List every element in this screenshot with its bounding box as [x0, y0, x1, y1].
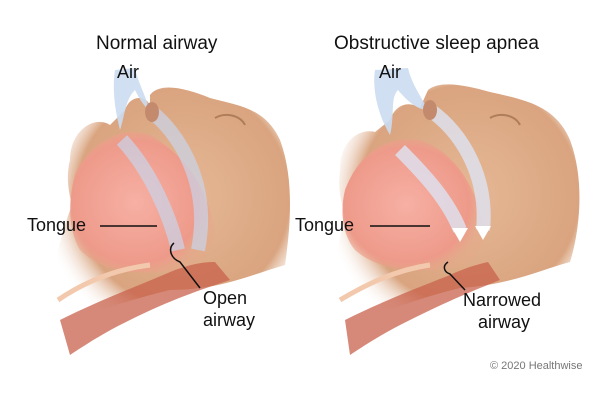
- air-arrowhead-1: [452, 228, 468, 242]
- tongue-region: [342, 139, 485, 271]
- air-stream: [374, 68, 428, 135]
- airway-label-line1: Open: [203, 288, 248, 308]
- closed-eye: [489, 113, 521, 126]
- copyright-credit: © 2020 Healthwise: [490, 360, 583, 372]
- sleep-apnea-panel: Obstructive sleep apnea Air Tongue Narro…: [290, 0, 590, 400]
- air-arrowhead-2: [475, 226, 491, 240]
- air-label: Air: [117, 62, 139, 82]
- air-label: Air: [379, 62, 401, 82]
- tongue-label: Tongue: [295, 215, 355, 235]
- nose-air-path: [425, 104, 491, 231]
- airway-label-line2: airway: [478, 312, 531, 332]
- sleep-apnea-illustration: [335, 68, 580, 355]
- air-stream: [113, 68, 150, 130]
- panel-title: Normal airway: [96, 33, 218, 54]
- trachea: [60, 262, 230, 355]
- airway-pointer: [169, 242, 201, 289]
- panel-title: Obstructive sleep apnea: [334, 33, 539, 54]
- nostril: [423, 100, 437, 120]
- hyoid: [338, 262, 431, 303]
- closed-eye: [214, 113, 246, 126]
- nose-air-path: [147, 106, 209, 252]
- normal-airway-panel: Normal airway Air Tongue Open airway: [27, 33, 291, 355]
- nostril: [145, 102, 159, 122]
- airway-pointer: [443, 261, 466, 291]
- mouth-air-path: [395, 145, 467, 233]
- airway-label-line2: airway: [203, 310, 256, 330]
- normal-airway-illustration: [52, 68, 291, 355]
- hyoid: [56, 262, 151, 303]
- airway-label-line1: Narrowed: [463, 290, 542, 310]
- tongue-label: Tongue: [27, 215, 87, 235]
- mouth-air-path: [116, 135, 185, 252]
